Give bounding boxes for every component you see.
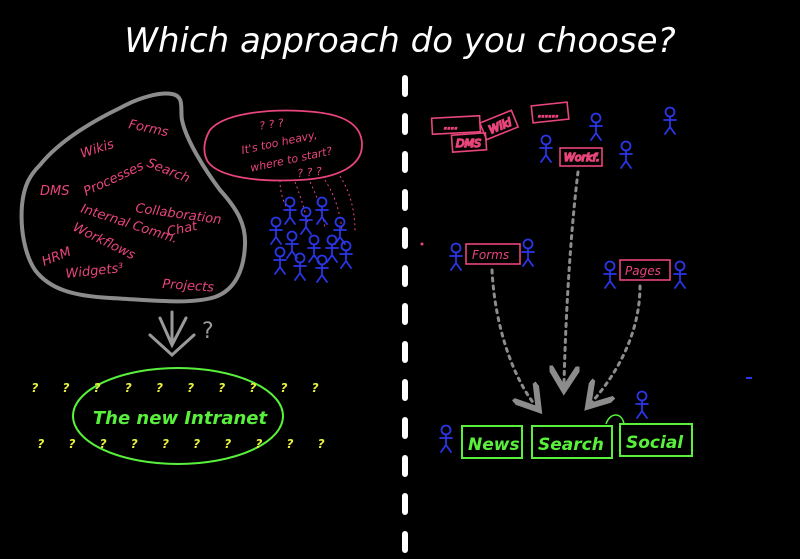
intranet-question-marks-bottom: ? ? ? ? ? ? ? ? ? ? [37, 437, 334, 451]
person [673, 260, 687, 289]
pages-module: Pages [603, 259, 687, 289]
news-box: News [461, 425, 523, 459]
term-search: Search [145, 156, 192, 187]
forms-module: Forms [449, 238, 535, 271]
crowd-person [315, 254, 329, 283]
box-connector [605, 414, 625, 425]
person [449, 242, 463, 271]
term-widgets: Widgets³ [65, 261, 124, 282]
crowd-person [325, 234, 339, 263]
svg-text:......: ...... [538, 107, 559, 120]
person [521, 238, 535, 267]
term-wikis: Wikis [79, 137, 117, 162]
person [619, 140, 633, 169]
box-dms: DMS [450, 131, 488, 154]
crowd-person [283, 196, 297, 225]
term-chat: Chat [166, 219, 200, 240]
social-box: Social [619, 423, 693, 457]
box-dots-1: .... [430, 114, 482, 136]
pages-label: Pages [625, 264, 661, 278]
term-forms: Forms [127, 117, 170, 140]
crowd-person [299, 206, 313, 235]
crowd-person [293, 252, 307, 281]
small-module-boxes: .... DMS Wiki ...... Workf. [430, 101, 603, 167]
speech-line-1: ? ? ? [258, 116, 284, 132]
box-wiki: Wiki [478, 109, 520, 141]
box-dots-2: ...... [530, 101, 570, 124]
intranet-label: The new Intranet [93, 408, 269, 429]
page-title: Which approach do you choose? [124, 21, 675, 61]
stray-dot [420, 242, 424, 246]
person [603, 260, 617, 289]
cloud-terms: Forms Wikis Search DMS Processes Collabo… [40, 117, 222, 295]
crowd-person [269, 216, 283, 245]
svg-text:....: .... [444, 119, 458, 132]
user-crowd [269, 196, 353, 283]
person [539, 134, 553, 163]
term-processes: Processes [81, 159, 146, 200]
svg-text:News: News [468, 435, 520, 455]
term-projects: Projects [162, 277, 215, 296]
speech-bubble: ? ? ? It's too heavy, where to start? ? … [203, 109, 363, 233]
forms-label: Forms [472, 248, 509, 262]
person [439, 424, 453, 453]
bottom-modules: News Search Social [439, 390, 693, 459]
svg-text:DMS: DMS [456, 137, 481, 150]
box-workf: Workf. [559, 147, 603, 167]
new-intranet-ellipse: ? ? ? ? ? ? ? ? ? ? The new Intranet ? ?… [31, 367, 334, 465]
crowd-person [315, 196, 329, 225]
speech-line-4: ? ? ? [297, 165, 323, 181]
feature-cloud [19, 91, 248, 304]
funnel-question-mark: ? [202, 319, 214, 344]
svg-text:Workf.: Workf. [564, 151, 600, 164]
person [663, 106, 677, 135]
svg-text:Search: Search [538, 435, 604, 455]
flow-arrows [490, 170, 642, 405]
crowd-person [285, 230, 299, 259]
person [635, 390, 649, 419]
person [589, 112, 603, 141]
crowd-person [273, 246, 287, 275]
term-dms: DMS [40, 184, 69, 199]
svg-text:Social: Social [626, 433, 684, 453]
crowd-person [339, 240, 353, 269]
funnel-arrow [148, 310, 196, 358]
intranet-question-marks-top: ? ? ? ? ? ? ? ? ? ? [31, 381, 328, 395]
search-box: Search [531, 425, 613, 459]
